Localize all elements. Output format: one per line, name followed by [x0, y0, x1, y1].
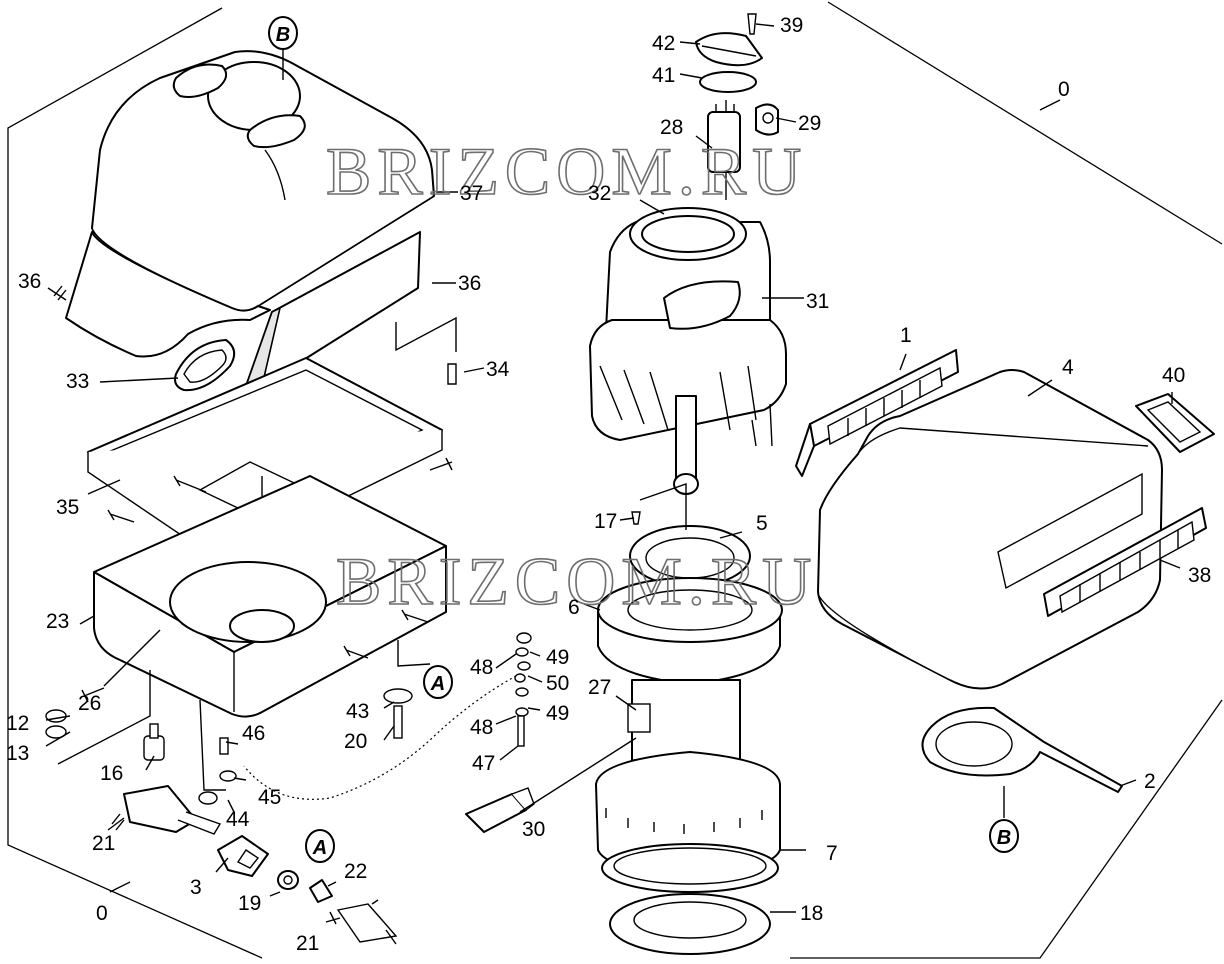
motor-27: [595, 679, 781, 877]
callout-18: 18: [800, 902, 823, 925]
callout-42: 42: [652, 32, 675, 55]
motor-cover-31: [589, 207, 787, 495]
callout-16: 16: [100, 762, 123, 785]
wire-harness-21: [336, 899, 398, 945]
clip-29: [755, 103, 779, 136]
top-cover-37: [91, 50, 435, 312]
watermark-top: BRIZCOM.RU: [326, 133, 807, 209]
callout-36-right: 36: [458, 272, 481, 295]
callout-50: 50: [546, 672, 569, 695]
grommet-19: [277, 870, 299, 890]
callout-45: 45: [258, 786, 281, 809]
callout-21-harness: 21: [296, 932, 319, 955]
ref-b-bottom-label: B: [997, 827, 1011, 849]
callout-49-bottom: 49: [546, 702, 569, 725]
callout-40: 40: [1162, 364, 1185, 387]
base-housing-23: [93, 475, 447, 718]
ref-circle-b-bottom: B: [989, 819, 1019, 853]
kit-frame-left: [7, 7, 263, 959]
callout-49-top: 49: [546, 646, 569, 669]
cover-plate-42: [695, 13, 763, 67]
callout-19: 19: [238, 892, 261, 915]
callout-23: 23: [46, 610, 69, 633]
callout-34: 34: [486, 358, 510, 381]
callout-32: 32: [588, 182, 611, 205]
callout-46: 46: [242, 722, 265, 745]
screws-left: [81, 363, 457, 703]
callout-28: 28: [660, 116, 683, 139]
callout-4: 4: [1062, 356, 1074, 379]
callout-1: 1: [900, 324, 912, 347]
gasket-7: [601, 843, 779, 893]
cover-liner-36: [65, 231, 421, 387]
housing-4: [817, 369, 1163, 690]
callout-29: 29: [798, 112, 821, 135]
gasket-18: [609, 893, 771, 955]
callout-0-top: 0: [1058, 78, 1070, 101]
callout-26: 26: [78, 692, 101, 715]
callout-35: 35: [56, 496, 79, 519]
callout-21-cord: 21: [92, 832, 115, 855]
callout-39: 39: [780, 14, 803, 37]
callout-12: 12: [6, 712, 29, 735]
callout-33: 33: [66, 370, 89, 393]
ring-6: [597, 577, 783, 685]
callout-6: 6: [568, 596, 580, 619]
ref-a-mid-label: A: [430, 673, 445, 695]
callout-36-left: 36: [18, 270, 41, 293]
ref-b-top-label: B: [276, 24, 290, 46]
sensor-28: [707, 100, 741, 173]
o-ring-41: [699, 71, 757, 93]
filter-1: [795, 349, 959, 477]
bracket-2: [921, 706, 1123, 793]
leader-lines: [45, 23, 1181, 925]
callout-41: 41: [652, 64, 675, 87]
callout-3: 3: [190, 876, 202, 899]
ref-circle-b-top: B: [268, 16, 298, 50]
callout-17: 17: [594, 510, 617, 533]
callout-labels: 0 0 1 2 3 4 5 6 7 12 13 16 17 18 19 20 2…: [6, 14, 1211, 955]
callout-47: 47: [472, 752, 495, 775]
filter-40: [1135, 393, 1215, 453]
callout-22: 22: [344, 860, 367, 883]
small-parts-left: [45, 688, 413, 805]
callout-20: 20: [344, 730, 367, 753]
inlet-socket-3: [217, 835, 269, 877]
ref-a-low-label: A: [312, 837, 327, 859]
watermark-middle: BRIZCOM.RU: [336, 543, 817, 619]
callout-48-top: 48: [470, 656, 493, 679]
callout-27: 27: [588, 676, 611, 699]
callout-13: 13: [6, 742, 29, 765]
brush-holder-30: [465, 787, 535, 833]
hardware-stack-47-50: [514, 511, 641, 747]
callout-5: 5: [756, 512, 768, 535]
kit-frame-right: [790, 1, 1223, 959]
callout-30: 30: [522, 818, 545, 841]
callout-43: 43: [346, 700, 369, 723]
cap-22: [309, 879, 333, 903]
ref-circle-a-low: A: [305, 829, 335, 863]
callout-0-bottom: 0: [96, 902, 108, 925]
callout-48-bottom: 48: [470, 716, 493, 739]
power-cord-21: [123, 785, 222, 835]
callout-38: 38: [1188, 564, 1211, 587]
callout-31: 31: [806, 290, 829, 313]
ref-circle-a-mid: A: [423, 665, 453, 699]
callout-2: 2: [1144, 770, 1156, 793]
filter-38: [1043, 507, 1207, 617]
callout-44: 44: [226, 808, 250, 831]
callout-37: 37: [460, 182, 483, 205]
ring-5: [629, 525, 751, 587]
callout-7: 7: [826, 842, 838, 865]
